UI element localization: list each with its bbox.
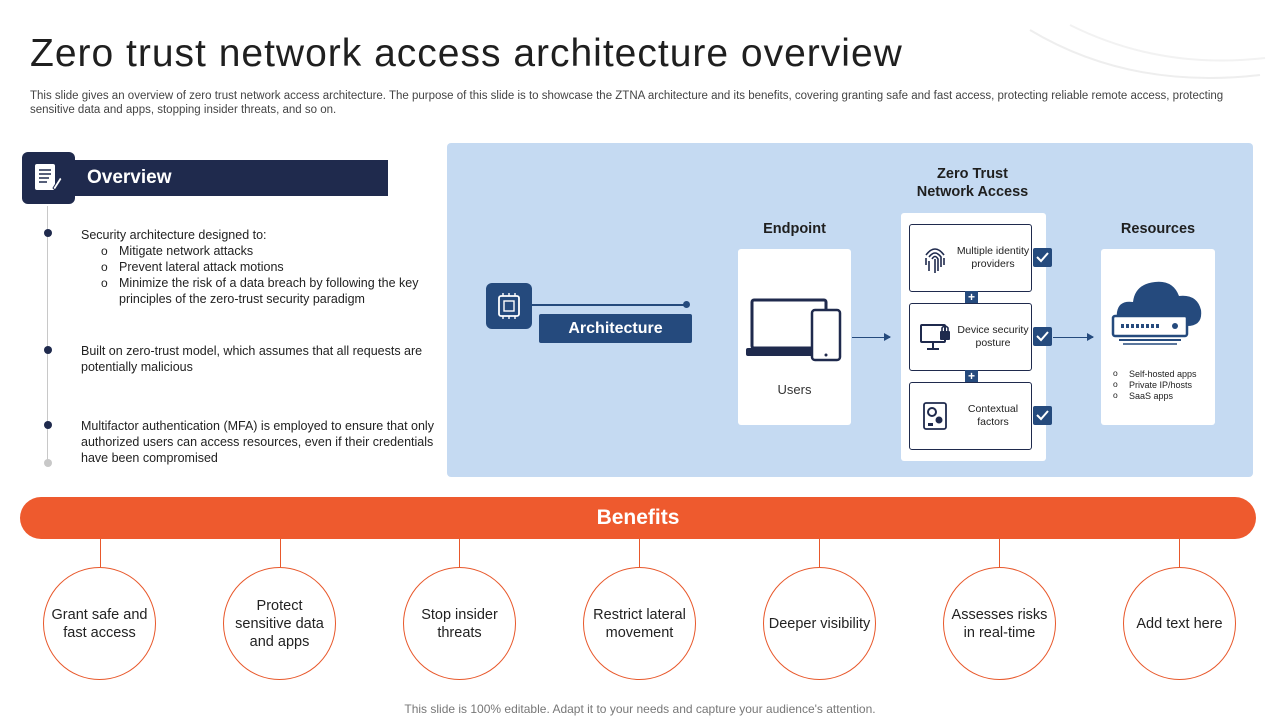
benefit-circle: Grant safe and fast access [43,567,156,680]
overview-sub-item: Prevent lateral attack motions [99,259,426,275]
overview-sub-list: Mitigate network attacks Prevent lateral… [99,243,426,307]
resources-item: Self-hosted apps [1111,368,1197,380]
benefit-circle: Restrict lateral movement [583,567,696,680]
resources-list: Self-hosted apps Private IP/hosts SaaS a… [1111,368,1197,402]
benefit-circle: Assesses risks in real-time [943,567,1056,680]
overview-sub-item: Mitigate network attacks [99,243,426,259]
overview-icon-box [22,152,75,204]
users-label: Users [777,382,812,397]
benefit-stem [459,539,460,567]
check-icon [1033,406,1052,425]
architecture-label: Architecture [539,314,692,343]
benefit-circle: Stop insider threats [403,567,516,680]
ztna-item-device: Device security posture [909,303,1032,371]
page-title: Zero trust network access architecture o… [30,32,903,75]
resources-item: SaaS apps [1111,390,1197,402]
ztna-title: Zero Trust Network Access [916,166,1029,200]
timeline-dot [44,229,52,237]
overview-sub-item: Minimize the risk of a data breach by fo… [99,275,426,307]
ztna-item-context: Contextual factors [909,382,1032,450]
benefit-stem [1179,539,1180,567]
plus-icon: + [965,291,978,304]
timeline-line [47,206,48,464]
architecture-connector [532,304,686,306]
plus-icon: + [965,370,978,383]
benefit-stem [280,539,281,567]
overview-point-2: Built on zero-trust model, which assumes… [81,344,423,374]
architecture-icon-box [486,283,532,329]
benefit-stem [100,539,101,567]
benefit-stem [999,539,1000,567]
page-subtitle: This slide gives an overview of zero tru… [30,90,1224,116]
footer-note: This slide is 100% editable. Adapt it to… [404,702,876,716]
check-icon [1033,327,1052,346]
laptop-phone-icon [746,298,842,362]
cloud-server-icon [1111,281,1202,345]
arrow-ztna-to-resources [1053,333,1094,341]
timeline-dot [44,421,52,429]
benefits-heading: Benefits [20,497,1256,539]
device-lock-icon [920,324,950,350]
ztna-item-label: Contextual factors [967,403,1019,428]
overview-heading: Overview [75,160,388,196]
resources-title: Resources [1120,221,1196,237]
benefit-circle: Add text here [1123,567,1236,680]
benefit-circle: Protect sensitive data and apps [223,567,336,680]
arrow-endpoint-to-ztna [852,333,891,341]
benefit-circle: Deeper visibility [763,567,876,680]
chip-icon [498,293,520,319]
fingerprint-icon [925,248,945,273]
ztna-item-label: Multiple identity providers [956,245,1030,270]
endpoint-title: Endpoint [763,221,826,237]
benefit-stem [639,539,640,567]
ztna-item-label: Device security posture [957,324,1029,349]
benefit-stem [819,539,820,567]
overview-point-3: Multifactor authentication (MFA) is empl… [81,419,434,465]
overview-intro: Security architecture designed to: [81,228,267,242]
resources-item: Private IP/hosts [1111,379,1197,391]
check-icon [1033,248,1052,267]
ztna-item-identity: Multiple identity providers [909,224,1032,292]
timeline-end-dot [44,459,52,467]
gears-icon [923,402,947,430]
overview-point-1: Security architecture designed to: Mitig… [81,227,426,307]
document-edit-icon [35,164,63,191]
decorative-swoosh [1029,24,1266,79]
architecture-connector-dot [683,301,690,308]
timeline-dot [44,346,52,354]
